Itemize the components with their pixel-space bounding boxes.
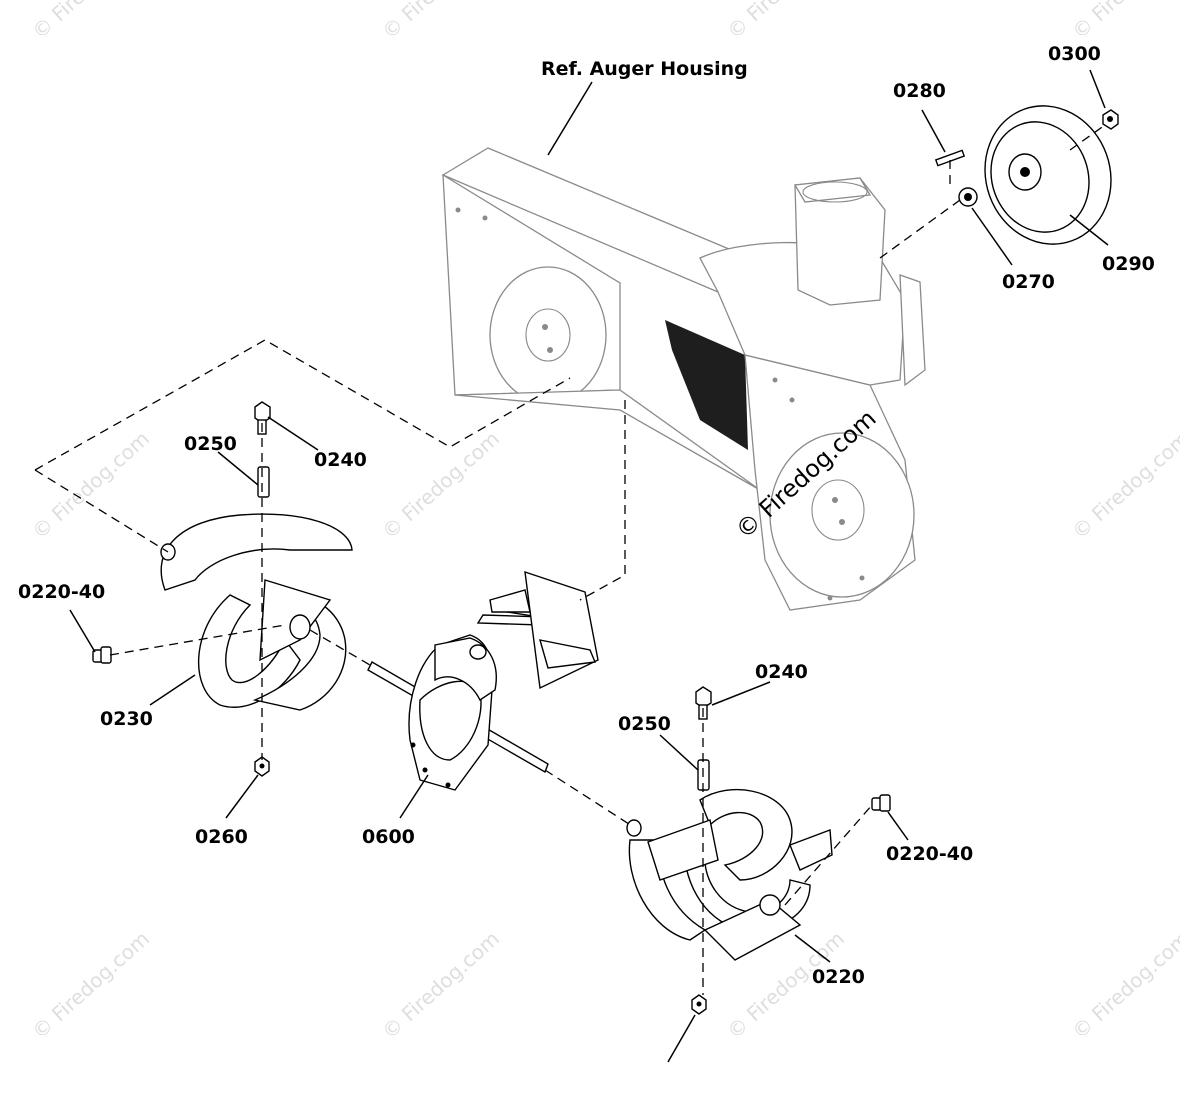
spacer-0270 — [958, 187, 978, 207]
leader-lines — [69, 69, 1109, 1063]
key-0280 — [934, 149, 966, 167]
nut-0300 — [1102, 109, 1119, 130]
watermark-tile: © Firedog.com — [27, 426, 154, 543]
watermark-tile: © Firedog.com — [1067, 0, 1180, 44]
fitting-0220-40-right — [871, 794, 891, 812]
label-0290: 0290 — [1102, 253, 1155, 275]
watermark-tile: © Firedog.com — [377, 0, 504, 44]
label-0260: 0260 — [195, 826, 248, 848]
auger-0220 — [626, 788, 833, 961]
watermark-tile: © Firedog.com — [1067, 926, 1180, 1043]
label-0230: 0230 — [100, 708, 153, 730]
label-ref-auger-housing: Ref. Auger Housing — [541, 58, 748, 80]
label-0600: 0600 — [362, 826, 415, 848]
pulley-0290 — [984, 105, 1112, 245]
fitting-0220-40-left — [92, 646, 112, 664]
gearcase-0600 — [367, 570, 599, 791]
assembly-dashes — [34, 124, 1106, 995]
label-0220-40-right: 0220-40 — [886, 843, 973, 865]
label-0300: 0300 — [1048, 43, 1101, 65]
auger-0230 — [160, 513, 353, 711]
label-0280: 0280 — [893, 80, 946, 102]
label-0220: 0220 — [812, 966, 865, 988]
watermark-tile: © Firedog.com — [27, 0, 154, 44]
label-0220-40-left: 0220-40 — [18, 581, 105, 603]
label-0250-right: 0250 — [618, 713, 671, 735]
watermark-tile: © Firedog.com — [722, 0, 849, 44]
pin-0250-left — [257, 466, 270, 498]
nut-bottom — [691, 994, 707, 1015]
watermark-tile: © Firedog.com — [27, 926, 154, 1043]
label-0240-left: 0240 — [314, 449, 367, 471]
label-0240-right: 0240 — [755, 661, 808, 683]
watermark-tile: © Firedog.com — [377, 426, 504, 543]
watermark-tile: © Firedog.com — [377, 926, 504, 1043]
watermark-tile: © Firedog.com — [1067, 426, 1180, 543]
label-0270: 0270 — [1002, 271, 1055, 293]
auger-housing — [441, 147, 926, 611]
part-labels: Ref. Auger Housing 0300 0280 0290 0270 0… — [18, 43, 1155, 988]
label-0250-left: 0250 — [184, 433, 237, 455]
